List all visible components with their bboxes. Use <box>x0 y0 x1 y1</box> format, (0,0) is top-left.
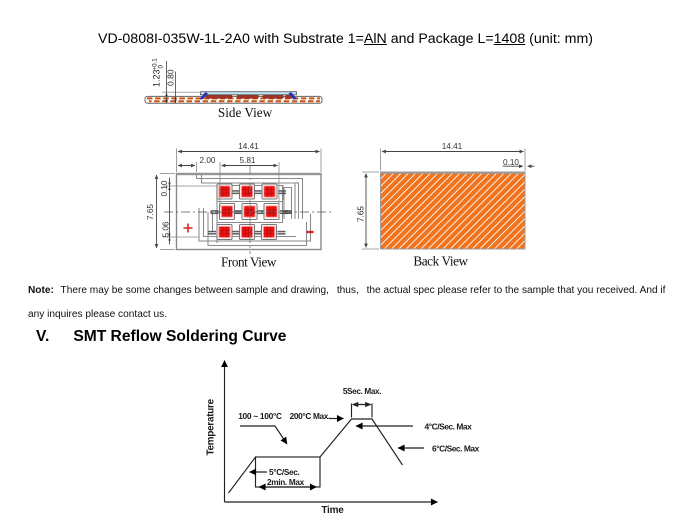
svg-text:Time: Time <box>321 505 344 516</box>
svg-text:7.65: 7.65 <box>146 204 155 220</box>
svg-text:200°C Max.: 200°C Max. <box>290 411 330 421</box>
svg-text:0.80: 0.80 <box>166 69 176 86</box>
svg-text:0.10: 0.10 <box>160 180 169 196</box>
svg-text:6°C/Sec. Max: 6°C/Sec. Max <box>432 443 480 453</box>
svg-text:5°C/Sec.: 5°C/Sec. <box>269 468 299 477</box>
svg-text:5Sec. Max.: 5Sec. Max. <box>343 387 381 396</box>
svg-text:Front View: Front View <box>221 254 277 269</box>
svg-text:Back View: Back View <box>413 254 468 269</box>
svg-text:Temperature: Temperature <box>206 398 217 455</box>
svg-text:Side View: Side View <box>218 105 273 120</box>
svg-text:5.81: 5.81 <box>240 156 256 165</box>
svg-text:7.65: 7.65 <box>357 206 366 222</box>
svg-text:4°C/Sec. Max: 4°C/Sec. Max <box>425 421 473 431</box>
svg-text:14.41: 14.41 <box>442 142 463 151</box>
svg-text:0: 0 <box>157 65 164 69</box>
svg-text:5.06: 5.06 <box>162 221 171 237</box>
svg-text:14.41: 14.41 <box>238 142 259 151</box>
svg-text:2min. Max: 2min. Max <box>267 478 305 487</box>
svg-text:2.00: 2.00 <box>200 156 216 165</box>
svg-text:100 ~ 100°C: 100 ~ 100°C <box>238 411 282 421</box>
svg-text:1.23: 1.23 <box>152 69 162 87</box>
svg-text:+0.1: +0.1 <box>151 58 158 71</box>
svg-text:0.10: 0.10 <box>503 158 519 167</box>
